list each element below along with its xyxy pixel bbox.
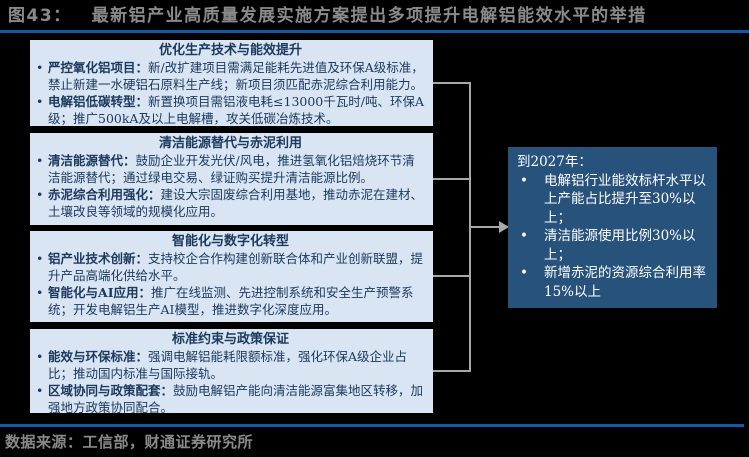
connector-stub-1 — [433, 82, 470, 84]
figure-number: 图43： — [8, 6, 72, 26]
bullet-list: 严控氧化铝项目：新/改扩建项目需满足能耗先进值及环保A级标准，禁止新建一水硬铝石… — [35, 59, 426, 126]
box-title: 标准约束与政策保证 — [171, 332, 289, 347]
bullet-label: 赤泥综合利用强化： — [48, 187, 161, 202]
box-title: 智能化与数字化转型 — [171, 234, 289, 249]
bullet-item: 清洁能源替代：鼓励企业开发光伏/风电，推进氢氧化铝焙烧环节清洁能源替代；通过绿电… — [35, 152, 426, 186]
bullet-item: 智能化与AI应用：推广在线监测、先进控制系统和安全生产预警系统；开发电解铝生产A… — [35, 284, 426, 318]
target-bullet-item: 电解铝行业能效标杆水平以上产能占比提升至30%以上； — [517, 172, 709, 228]
data-source-text: 工信部，财通证券研究所 — [82, 433, 254, 451]
connector-stub-4 — [433, 370, 470, 372]
bullet-text: 新置换项目需铝液电耗≤13000千瓦时/吨、环保A级；推广500kA及以上电解槽… — [48, 94, 424, 126]
bullet-text: 推广在线监测、先进控制系统和安全生产预警系统；开发电解铝生产AI模型，推进数字化… — [48, 285, 414, 317]
bullet-item: 赤泥综合利用强化：建设大宗固废综合利用基地，推动赤泥在建材、土壤改良等领域的规模… — [35, 186, 426, 220]
bullet-text: 支持校企合作构建创新联合体和产业创新联盟，提升产品高端化供给水平。 — [48, 251, 424, 283]
strategy-box-digitalization: 智能化与数字化转型 铝产业技术创新：支持校企合作构建创新联合体和产业创新联盟，提… — [30, 231, 433, 322]
strategy-box-standards-policy: 标准约束与政策保证 能效与环保标准：强调电解铝能耗限额标准，强化环保A级企业占比… — [30, 329, 433, 413]
data-source-label: 数据来源： — [5, 433, 83, 451]
bullet-item: 区域协同与政策配套：鼓励电解铝产能向清洁能源富集地区转移，加强地方政策协同配合。 — [35, 382, 426, 413]
bullet-list: 铝产业技术创新：支持校企合作构建创新联合体和产业创新联盟，提升产品高端化供给水平… — [35, 250, 426, 318]
strategy-box-production-tech: 优化生产技术与能效提升 严控氧化铝项目：新/改扩建项目需满足能耗先进值及环保A级… — [30, 40, 433, 126]
connector-stub-2 — [433, 178, 470, 180]
bullet-text: 新/改扩建项目需满足能耗先进值及环保A级标准，禁止新建一水硬铝石原料生产线；新项… — [48, 60, 424, 92]
target-box-2027: 到2027年： 电解铝行业能效标杆水平以上产能占比提升至30%以上； 清洁能源使… — [508, 147, 717, 308]
bullet-label: 智能化与AI应用： — [48, 285, 152, 300]
bullet-label: 严控氧化铝项目： — [48, 60, 149, 75]
connector-stub-3 — [433, 275, 470, 277]
bullet-list: 能效与环保标准：强调电解铝能耗限额标准，强化环保A级企业占比；推动国内标准与国际… — [35, 348, 426, 413]
bottom-divider — [0, 424, 744, 427]
strategy-box-clean-energy: 清洁能源替代与赤泥利用 清洁能源替代：鼓励企业开发光伏/风电，推进氢氧化铝焙烧环… — [30, 133, 433, 225]
target-bullet-item: 新增赤泥的资源综合利用率15%以上 — [517, 264, 709, 301]
right-arrow-icon — [499, 221, 509, 233]
bullet-text: 鼓励电解铝产能向清洁能源富集地区转移，加强地方政策协同配合。 — [48, 383, 424, 413]
bullet-label: 电解铝低碳转型： — [48, 94, 149, 109]
bullet-label: 区域协同与政策配套： — [48, 383, 174, 398]
bullet-item: 能效与环保标准：强调电解铝能耗限额标准，强化环保A级企业占比；推动国内标准与国际… — [35, 348, 426, 382]
figure-title-text: 最新铝产业高质量发展实施方案提出多项提升电解铝能效水平的举措 — [91, 6, 647, 26]
target-bullet-text: 新增赤泥的资源综合利用率15%以上 — [544, 265, 706, 300]
top-divider — [0, 30, 749, 33]
target-bullet-text: 电解铝行业能效标杆水平以上产能占比提升至30%以上； — [544, 172, 706, 226]
bullet-text: 鼓励企业开发光伏/风电，推进氢氧化铝焙烧环节清洁能源替代；通过绿电交易、绿证购买… — [48, 153, 415, 185]
box-title: 优化生产技术与能效提升 — [158, 43, 302, 58]
box-title: 清洁能源替代与赤泥利用 — [158, 136, 302, 151]
target-header: 到2027年： — [517, 154, 592, 170]
figure-title: 图43： 最新铝产业高质量发展实施方案提出多项提升电解铝能效水平的举措 — [8, 5, 743, 27]
bullet-label: 清洁能源替代： — [48, 153, 136, 168]
bullet-list: 清洁能源替代：鼓励企业开发光伏/风电，推进氢氧化铝焙烧环节清洁能源替代；通过绿电… — [35, 152, 426, 220]
target-bullet-list: 电解铝行业能效标杆水平以上产能占比提升至30%以上； 清洁能源使用比例30%以上… — [517, 172, 709, 302]
bullet-text: 建设大宗固废综合利用基地，推动赤泥在建材、土壤改良等领域的规模化应用。 — [48, 187, 424, 219]
bullet-item: 电解铝低碳转型：新置换项目需铝液电耗≤13000千瓦时/吨、环保A级；推广500… — [35, 93, 426, 126]
target-bullet-text: 清洁能源使用比例30%以上； — [544, 228, 696, 263]
target-bullet-item: 清洁能源使用比例30%以上； — [517, 227, 709, 264]
bullet-text: 强调电解铝能耗限额标准，强化环保A级企业占比；推动国内标准与国际接轨。 — [48, 349, 408, 381]
bullet-item: 严控氧化铝项目：新/改扩建项目需满足能耗先进值及环保A级标准，禁止新建一水硬铝石… — [35, 59, 426, 93]
arrow-shaft — [469, 226, 500, 228]
bullet-label: 铝产业技术创新： — [48, 251, 149, 266]
bullet-label: 能效与环保标准： — [48, 349, 149, 364]
data-source: 数据来源：工信部，财通证券研究所 — [5, 431, 253, 452]
bullet-item: 铝产业技术创新：支持校企合作构建创新联合体和产业创新联盟，提升产品高端化供给水平… — [35, 250, 426, 284]
